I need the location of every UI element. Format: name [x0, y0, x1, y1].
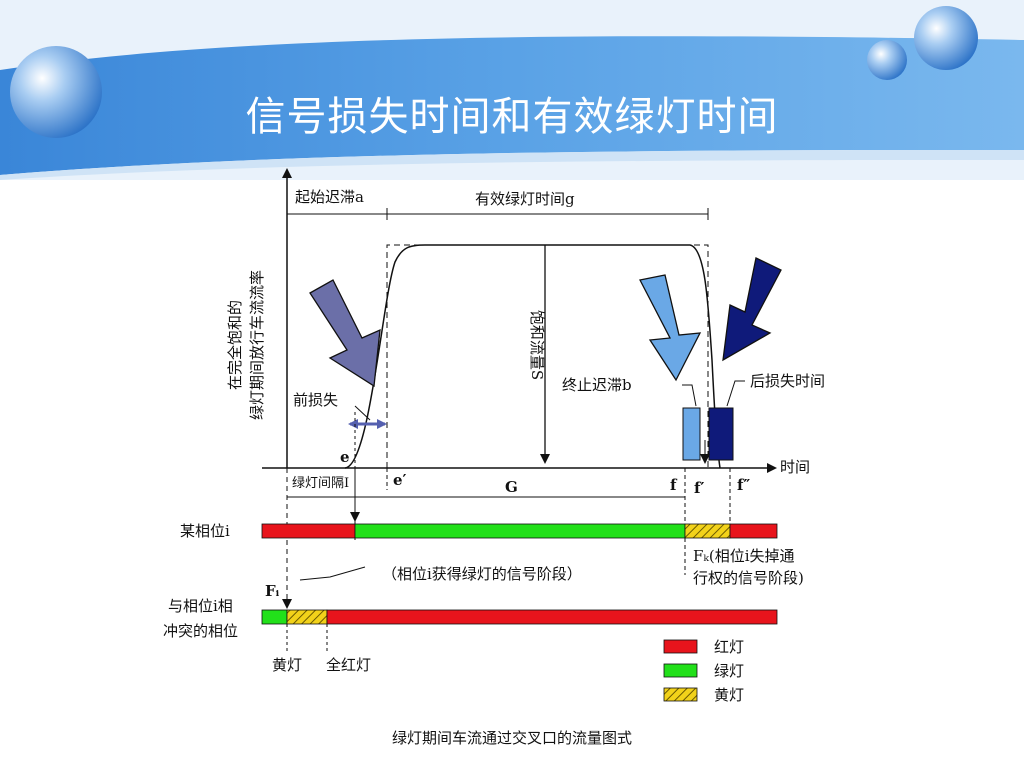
orb-right-small-icon: [867, 40, 907, 80]
end-delay-label: 终止迟滞b: [562, 376, 632, 394]
end-delay-leader: [682, 384, 697, 407]
legend: 红灯 绿灯 黄灯: [663, 638, 744, 704]
front-loss-label: 前损失: [293, 391, 338, 409]
orb-right-large-icon: [914, 6, 978, 70]
point-f-double-prime-label: f″: [737, 476, 750, 494]
Fk-label-line2: 行权的信号阶段): [693, 569, 804, 587]
start-delay-label: 起始迟滞a: [295, 188, 364, 206]
orb-left-icon: [10, 46, 102, 138]
phase-stage-leader: [299, 566, 366, 581]
figure-caption: 绿灯期间车流通过交叉口的流量图式: [391, 729, 632, 747]
point-f-prime-label: f′: [694, 479, 704, 497]
legend-yellow-label: 黄灯: [714, 686, 744, 704]
end-delay-block: [682, 407, 701, 461]
effective-green-label: 有效绿灯时间g: [475, 190, 575, 208]
y-axis-label-line2: 绿灯期间放行车流流率: [248, 270, 266, 420]
green-interval-label: 绿灯间隔I: [292, 476, 349, 491]
yellow-label: 黄灯: [272, 656, 302, 674]
legend-yellow-swatch: [663, 687, 698, 702]
front-loss-leader: [354, 405, 371, 421]
phase-i-green-stage-label: （相位i获得绿灯的信号阶段）: [382, 565, 582, 583]
point-e-prime-label: e′: [393, 471, 407, 489]
point-f-label: f: [670, 476, 678, 494]
all-red-label: 全红灯: [326, 656, 371, 674]
header-banner: [0, 0, 1024, 180]
rear-loss-leader: [726, 380, 745, 407]
Fk-label-line1: Fₖ(相位i失掉通: [693, 547, 795, 565]
conflict-label-line2: 冲突的相位: [163, 622, 238, 640]
rear-loss-label: 后损失时间: [750, 372, 825, 390]
phase-i-red-start: [261, 523, 356, 539]
end-delay-pointer-icon: [639, 274, 702, 382]
phase-i-green: [354, 523, 686, 539]
phase-i-red-end: [729, 523, 778, 539]
conflict-label-line1: 与相位i相: [168, 597, 233, 615]
conflict-yellow: [286, 609, 328, 625]
conflict-red: [326, 609, 778, 625]
saturation-flow-label: 饱和流量S: [528, 310, 546, 380]
legend-green-swatch: [663, 663, 698, 678]
Fi-label: Fᵢ: [265, 582, 280, 600]
rear-loss-block: [708, 407, 734, 461]
time-axis-label: 时间: [780, 458, 810, 476]
point-e-label: e: [340, 448, 350, 466]
phase-i-label: 某相位i: [180, 522, 230, 540]
front-loss-pointer-icon: [309, 279, 381, 388]
G-label: G: [505, 478, 518, 496]
legend-green-label: 绿灯: [714, 662, 744, 680]
rear-loss-pointer-icon: [722, 257, 782, 362]
phase-i-yellow: [684, 523, 731, 539]
conflict-green: [261, 609, 288, 625]
slide-title: 信号损失时间和有效绿灯时间: [245, 94, 779, 140]
legend-red-label: 红灯: [714, 638, 744, 656]
y-axis-label-line1: 在完全饱和的: [226, 300, 244, 390]
legend-red-swatch: [663, 639, 698, 654]
